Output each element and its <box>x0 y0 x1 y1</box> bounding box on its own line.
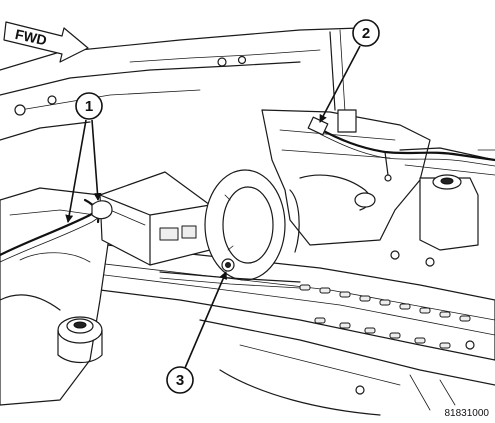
callout-1: 1 <box>65 92 103 223</box>
fuse-box-housing <box>99 171 211 266</box>
beam-slots <box>299 250 475 395</box>
wiring-harness <box>307 116 495 182</box>
callout-2-number: 2 <box>362 25 370 42</box>
upper-body-panel <box>0 27 361 141</box>
beam-harness <box>159 271 301 289</box>
callout-3: 3 <box>166 271 227 394</box>
upper-left-bolts <box>14 55 247 116</box>
reservoir-ring <box>204 169 286 281</box>
lower-fascia <box>199 319 495 416</box>
fwd-arrow: FWD <box>3 21 89 63</box>
left-harness <box>0 198 113 263</box>
radiator-support-beam <box>59 239 495 361</box>
figure-id: 81831000 <box>445 408 490 419</box>
shock-mount-left <box>57 316 103 364</box>
callout-1-number: 1 <box>85 98 93 115</box>
callout-2: 2 <box>319 19 380 123</box>
shock-mount-right <box>399 147 495 251</box>
fwd-label: FWD <box>14 26 49 48</box>
callout-3-number: 3 <box>176 372 184 389</box>
strut-tower <box>261 109 431 253</box>
